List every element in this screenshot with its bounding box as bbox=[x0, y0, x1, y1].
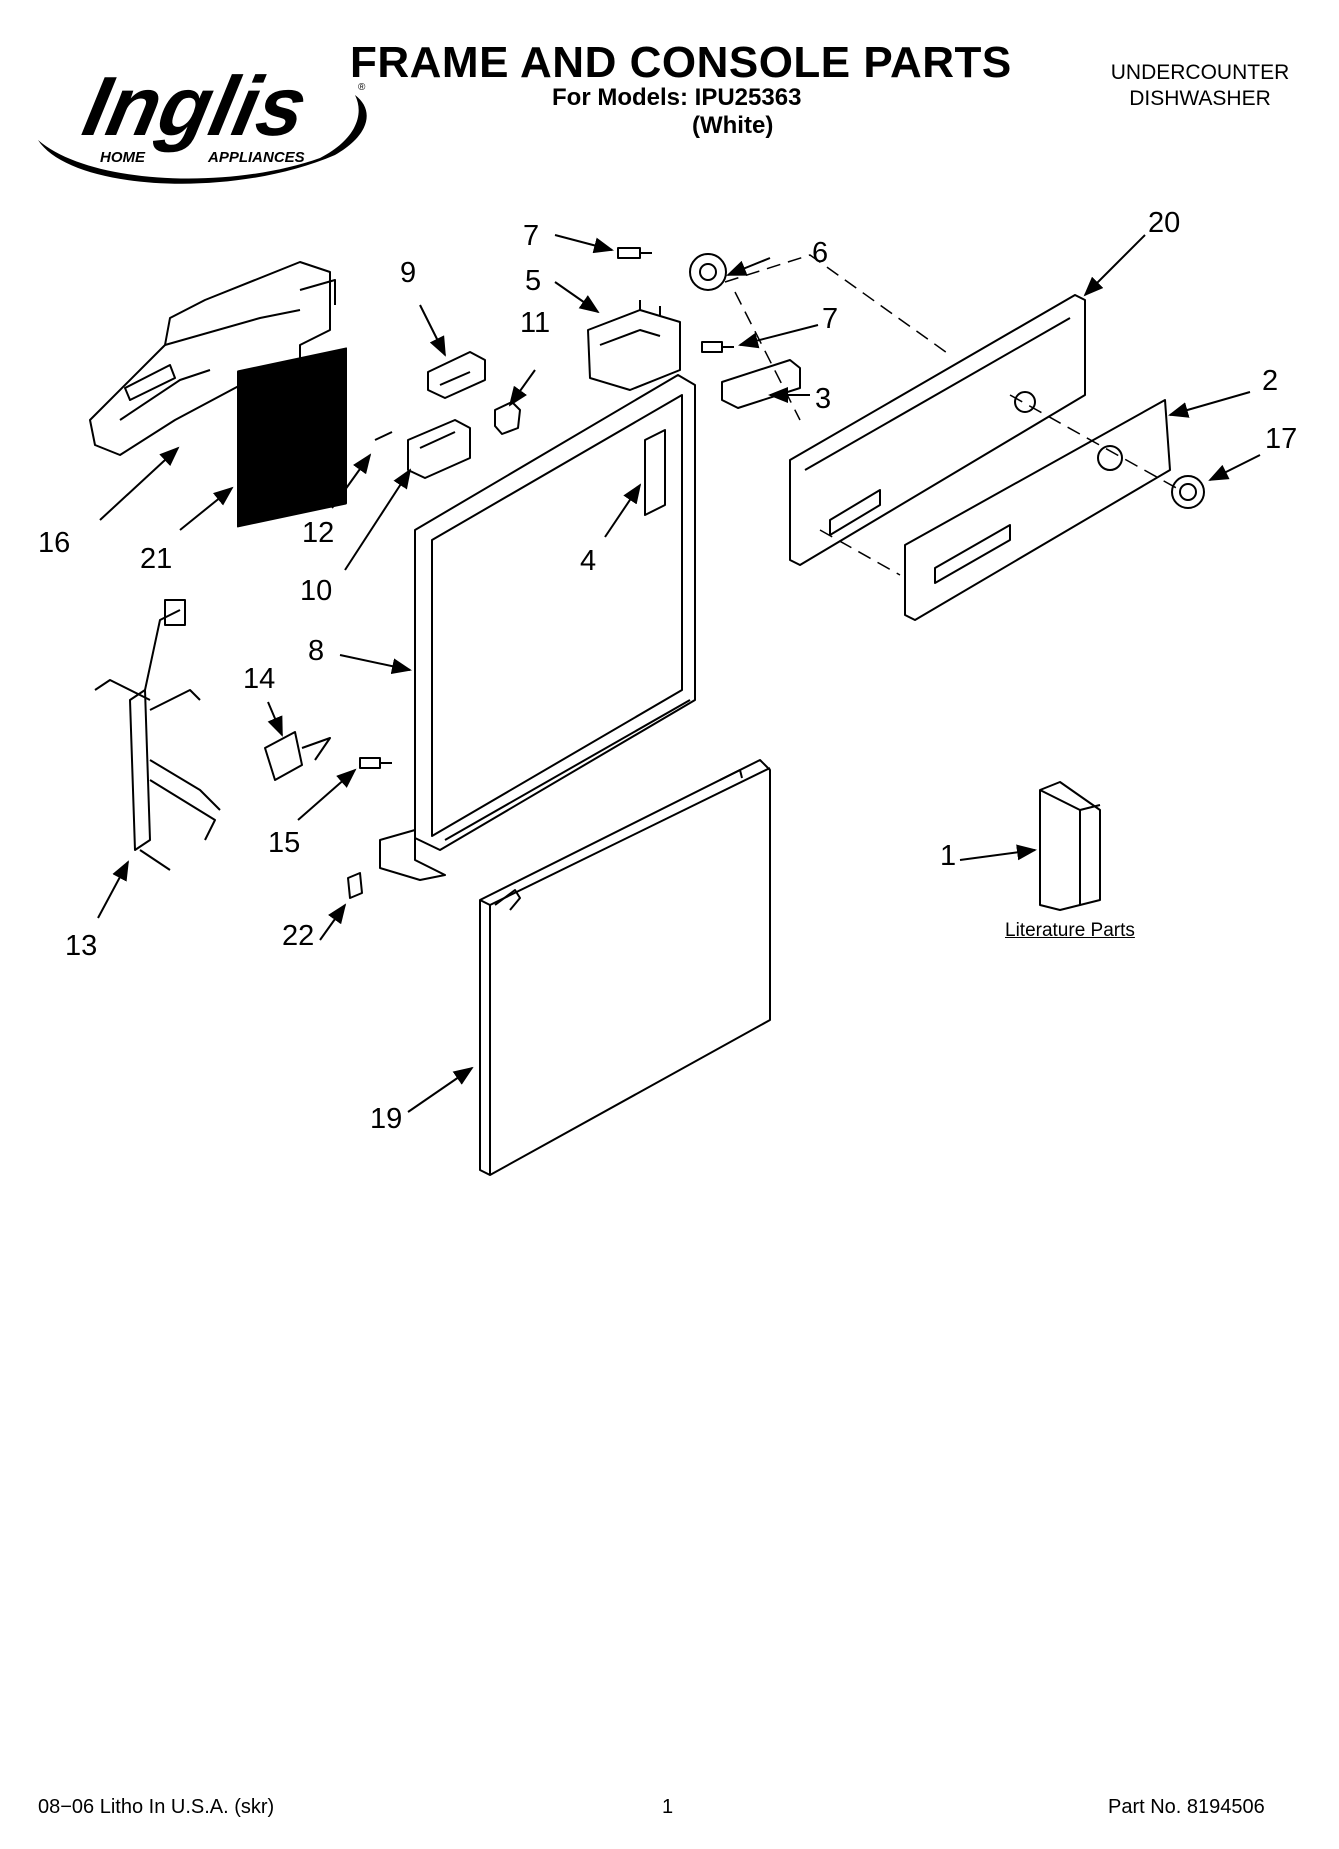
appliance-type-line1: UNDERCOUNTER bbox=[1110, 61, 1290, 84]
part-3-bracket bbox=[721, 359, 801, 409]
footer-print-info: 08−06 Litho In U.S.A. (skr) bbox=[38, 1796, 275, 1818]
callout-7: 7 bbox=[822, 303, 838, 335]
callout-12: 12 bbox=[302, 517, 334, 549]
part-2-window bbox=[934, 524, 1011, 584]
callout-6: 6 bbox=[812, 237, 828, 269]
part-16-console-housing bbox=[89, 261, 336, 456]
callout-17: 17 bbox=[1265, 423, 1297, 455]
callout-10: 10 bbox=[300, 575, 332, 607]
part-8-frame bbox=[379, 374, 696, 881]
part-14-sensor bbox=[264, 731, 331, 781]
svg-text:®: ® bbox=[358, 82, 366, 93]
footer-page-number: 1 bbox=[662, 1796, 674, 1818]
callout-11: 11 bbox=[520, 307, 550, 339]
part-22-clip bbox=[347, 872, 363, 899]
callout-14: 14 bbox=[243, 663, 275, 695]
callout-5: 5 bbox=[525, 265, 541, 297]
part-2-overlay bbox=[904, 399, 1171, 621]
appliance-type: UNDERCOUNTER DISHWASHER bbox=[1100, 60, 1300, 112]
page-title: FRAME AND CONSOLE PARTS bbox=[350, 38, 1012, 87]
part-19-door-panel bbox=[479, 759, 771, 1176]
part-6-hub bbox=[689, 253, 727, 291]
part-20-console-panel bbox=[789, 294, 1086, 566]
color-line: (White) bbox=[692, 112, 774, 139]
part-13-wire-harness bbox=[94, 599, 221, 871]
callout-15: 15 bbox=[268, 827, 300, 859]
callout-1: 1 bbox=[940, 840, 956, 872]
svg-text:APPLIANCES: APPLIANCES bbox=[207, 149, 305, 166]
callout-9: 9 bbox=[400, 257, 416, 289]
callout-3: 3 bbox=[815, 383, 831, 415]
svg-text:Inglis: Inglis bbox=[76, 59, 315, 153]
part-10-bracket bbox=[407, 419, 471, 479]
part-1-literature bbox=[1039, 781, 1101, 911]
part-12-pin bbox=[374, 431, 393, 441]
svg-text:HOME: HOME bbox=[100, 149, 146, 166]
part-11-clip bbox=[494, 401, 521, 435]
footer-part-number: Part No. 8194506 bbox=[1108, 1796, 1265, 1818]
brand-logo: Inglis HOME APPLIANCES ® bbox=[38, 59, 367, 184]
appliance-type-line2: DISHWASHER bbox=[1129, 87, 1271, 110]
part-2-knob-hole bbox=[1097, 445, 1123, 471]
part-15-screw bbox=[359, 757, 392, 769]
part-21-panel bbox=[237, 347, 347, 528]
literature-parts-label: Literature Parts bbox=[1005, 920, 1135, 941]
callout-8: 8 bbox=[308, 635, 324, 667]
part-5-switch bbox=[587, 300, 681, 391]
callout-7: 7 bbox=[523, 220, 539, 252]
part-9-bracket bbox=[427, 351, 486, 399]
callout-21: 21 bbox=[140, 543, 172, 575]
models-line: For Models: IPU25363 bbox=[552, 84, 802, 111]
part-17-knob bbox=[1171, 475, 1205, 509]
callout-20: 20 bbox=[1148, 207, 1180, 239]
callout-22: 22 bbox=[282, 920, 314, 952]
callout-13: 13 bbox=[65, 930, 97, 962]
callout-19: 19 bbox=[370, 1103, 402, 1135]
callout-4: 4 bbox=[580, 545, 596, 577]
part-7-screw-top bbox=[617, 247, 652, 259]
part-4-latch bbox=[644, 429, 666, 516]
callout-2: 2 bbox=[1262, 365, 1278, 397]
callout-16: 16 bbox=[38, 527, 70, 559]
part-7-screw-mid bbox=[701, 341, 734, 353]
